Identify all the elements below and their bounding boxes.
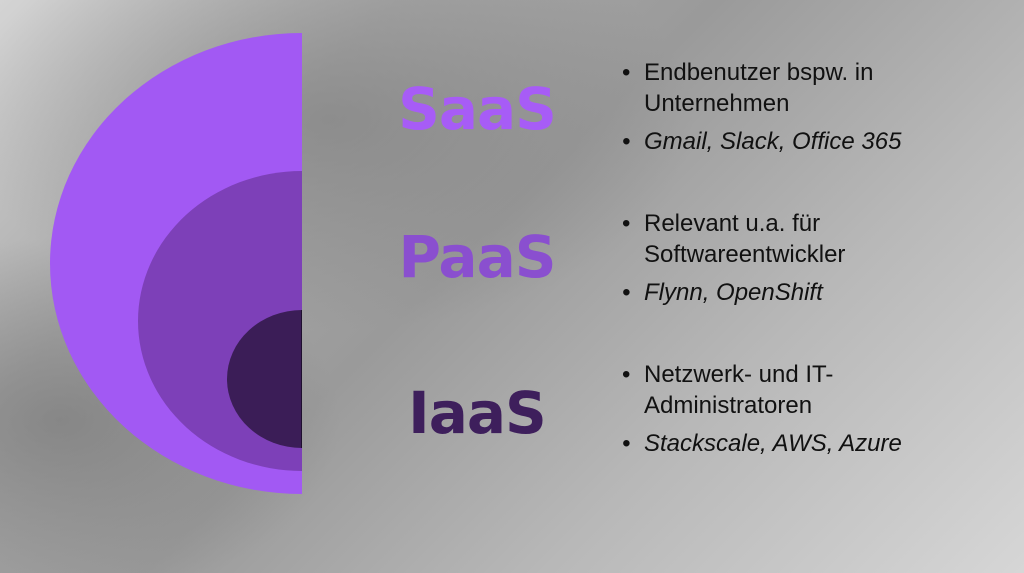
iaas-half-circle [227, 310, 302, 448]
paas-bullet-list: Relevant u.a. für Softwareentwickler Fly… [620, 208, 944, 315]
iaas-audience-bullet: Netzwerk- und IT-Administratoren [620, 359, 934, 421]
saas-bullet-list: Endbenutzer bspw. in Unternehmen Gmail, … [620, 57, 984, 164]
inner-edge-line [301, 310, 302, 448]
iaas-bullet-list: Netzwerk- und IT-Administratoren Stacksc… [620, 359, 934, 466]
saas-label: SaaS [398, 75, 557, 143]
saas-examples-bullet: Gmail, Slack, Office 365 [620, 126, 984, 157]
saas-audience-bullet: Endbenutzer bspw. in Unternehmen [620, 57, 984, 119]
paas-label: PaaS [398, 223, 556, 291]
paas-audience-bullet: Relevant u.a. für Softwareentwickler [620, 208, 944, 270]
iaas-examples-bullet: Stackscale, AWS, Azure [620, 428, 934, 459]
iaas-label: IaaS [408, 379, 547, 447]
paas-examples-bullet: Flynn, OpenShift [620, 277, 944, 308]
